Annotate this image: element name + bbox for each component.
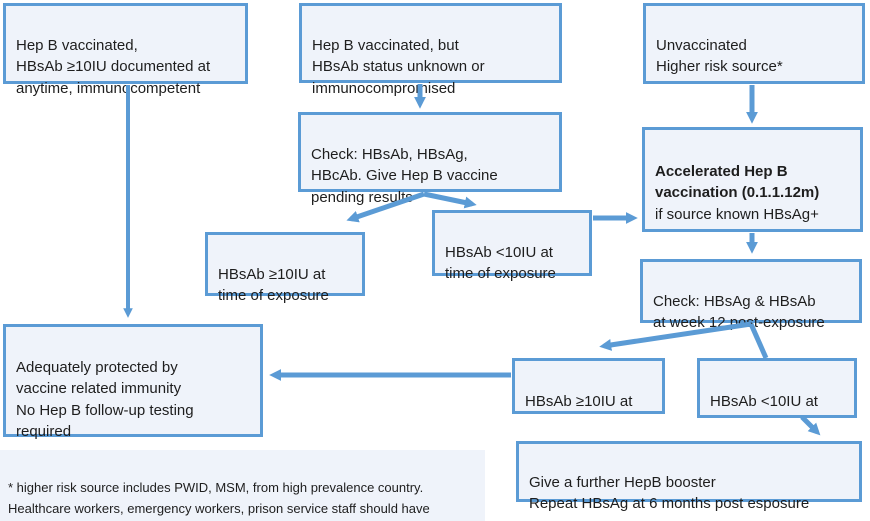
box-adequately-protected-text: Adequately protected by vaccine related …: [16, 358, 194, 441]
box-hbsab-lt10-week12: HBsAb <10IU at: [697, 358, 857, 418]
box-check-initial-serology: Check: HBsAb, HBsAg, HBcAb. Give Hep B v…: [298, 112, 562, 206]
box-accelerated-vaccination-normal-text: if source known HBsAg+: [655, 205, 819, 223]
box-give-booster-text: Give a further HepB booster Repeat HBsAg…: [529, 473, 810, 513]
footnote-higher-risk-source-text: * higher risk source includes PWID, MSM,…: [8, 480, 430, 516]
box-unvaccinated-higher-risk-text: Unvaccinated Higher risk source*: [656, 36, 783, 76]
box-hbsab-lt10-week12-text: HBsAb <10IU at: [710, 392, 818, 410]
box-vaccinated-status-unknown: Hep B vaccinated, but HBsAb status unkno…: [299, 3, 562, 97]
box-hbsab-ge10-at-exposure: HBsAb ≥10IU at time of exposure: [205, 232, 365, 304]
box-check-week12-text: Check: HBsAg & HBsAb at week 12 post-exp…: [653, 292, 825, 332]
box-give-booster: Give a further HepB booster Repeat HBsAg…: [516, 441, 862, 512]
box-check-initial-serology-text: Check: HBsAb, HBsAg, HBcAb. Give Hep B v…: [311, 145, 498, 206]
box-check-week12: Check: HBsAg & HBsAb at week 12 post-exp…: [640, 259, 862, 331]
box-hbsab-lt10-at-exposure-text: HBsAb <10IU at time of exposure: [445, 243, 556, 283]
box-hbsab-ge10-at-exposure-text: HBsAb ≥10IU at time of exposure: [218, 265, 329, 305]
box-accelerated-vaccination-bold-text: Accelerated Hep B vaccination (0.1.1.12m…: [655, 162, 820, 202]
box-adequately-protected: Adequately protected by vaccine related …: [3, 324, 263, 440]
box-accelerated-vaccination: Accelerated Hep B vaccination (0.1.1.12m…: [642, 127, 863, 232]
box-unvaccinated-higher-risk: Unvaccinated Higher risk source*: [643, 3, 865, 84]
box-hbsab-ge10-week12: HBsAb ≥10IU at: [512, 358, 665, 414]
footnote-higher-risk-source: * higher risk source includes PWID, MSM,…: [0, 450, 485, 521]
arrow-check-to-lt10-exposure: [423, 191, 477, 209]
box-hbsab-ge10-week12-text: HBsAb ≥10IU at: [525, 392, 633, 410]
box-hbsab-lt10-at-exposure: HBsAb <10IU at time of exposure: [432, 210, 592, 282]
arrow-lt10-week12-to-booster: [800, 415, 821, 436]
box-vaccinated-immunocompetent-text: Hep B vaccinated, HBsAb ≥10IU documented…: [16, 36, 211, 97]
box-vaccinated-immunocompetent: Hep B vaccinated, HBsAb ≥10IU documented…: [3, 3, 248, 97]
box-vaccinated-status-unknown-text: Hep B vaccinated, but HBsAb status unkno…: [312, 36, 485, 97]
